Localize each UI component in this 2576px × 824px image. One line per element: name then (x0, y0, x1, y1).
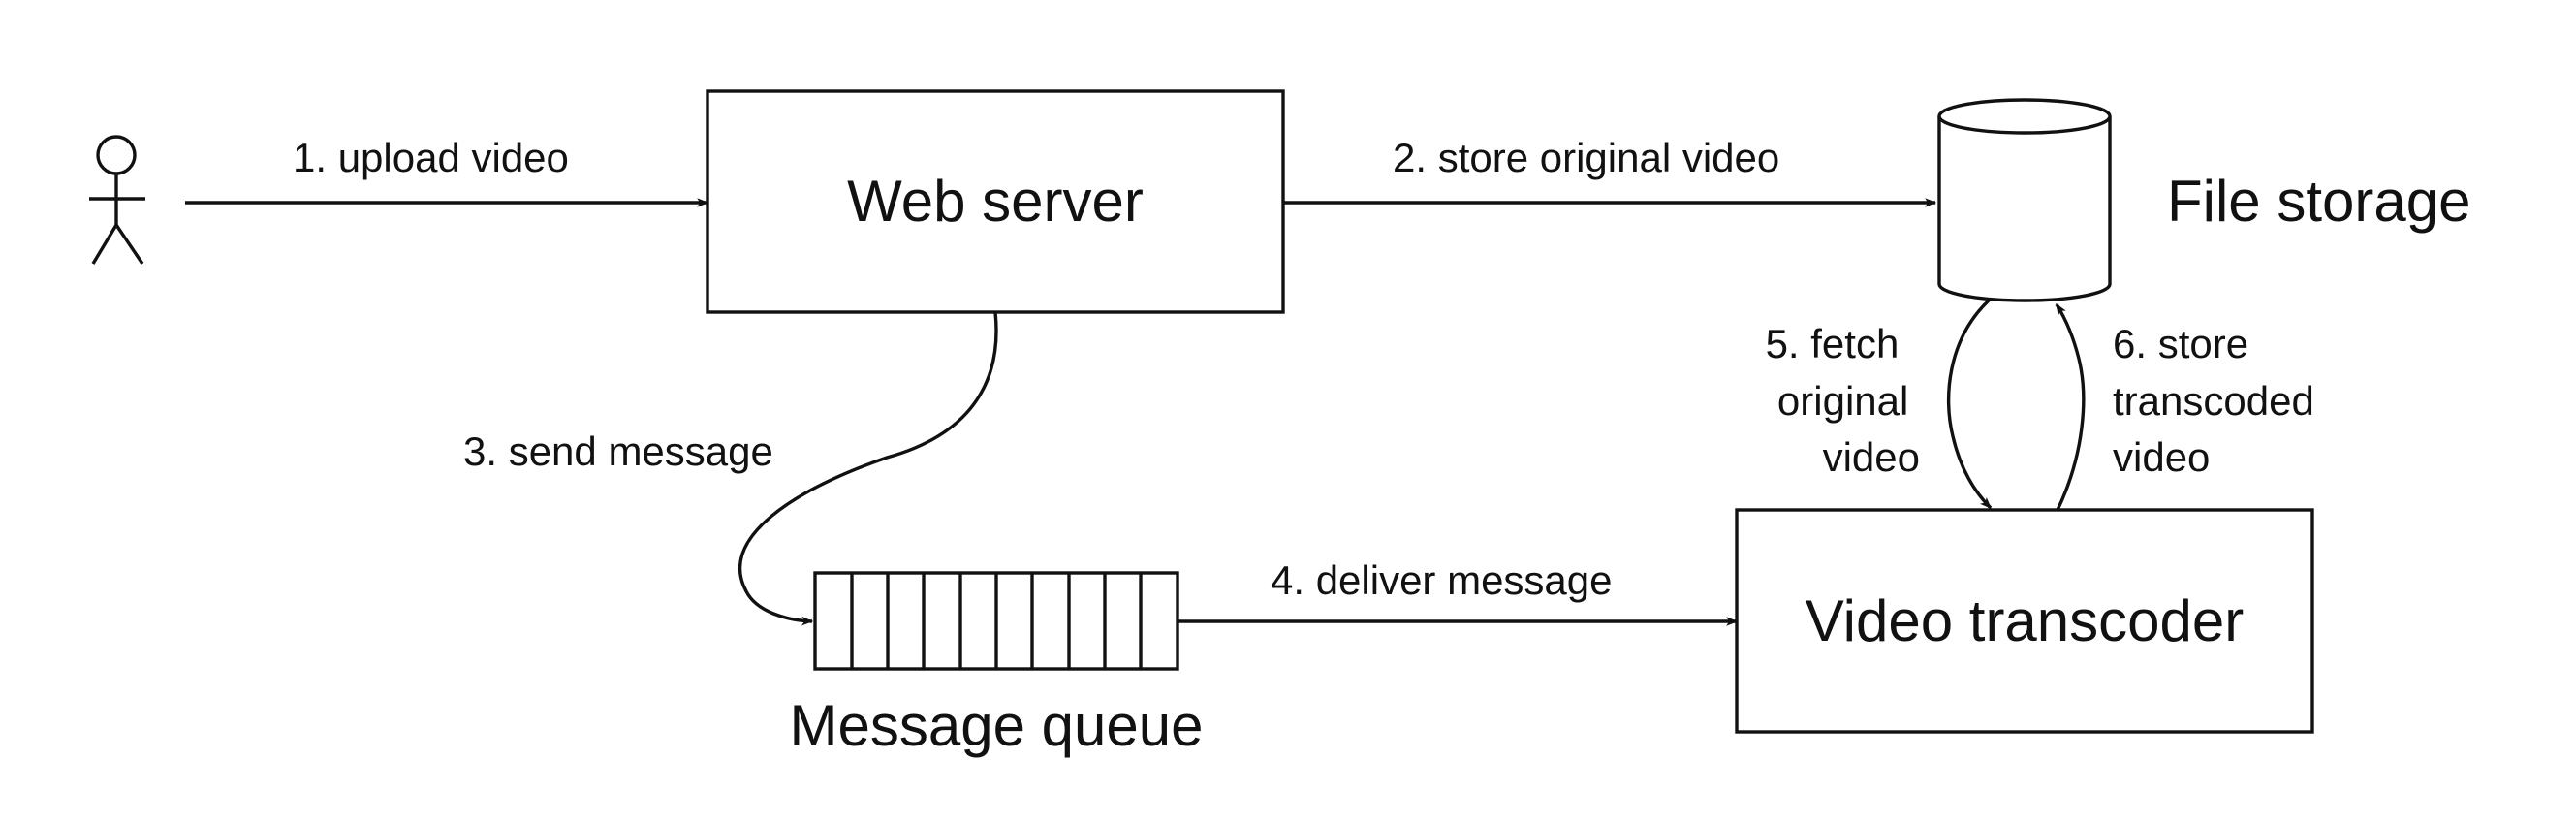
edge-store-transcoded-line-2: transcoded (2113, 378, 2314, 424)
edge-store-transcoded-line-3: video (2113, 434, 2210, 480)
message-queue-node: Message queue (790, 571, 1204, 758)
edge-store-original-label: 2. store original video (1393, 135, 1779, 180)
edge-fetch-line-3: video (1823, 434, 1920, 480)
user-icon (89, 135, 145, 265)
edge-upload-video: 1. upload video (185, 135, 709, 207)
edge-fetch-line-2: original (1777, 378, 1908, 424)
web-server-label: Web server (847, 169, 1144, 234)
web-server-node: Web server (706, 89, 1285, 314)
edge-fetch-label: 5. fetch original video (1766, 321, 1920, 480)
edge-upload-label: 1. upload video (293, 135, 569, 180)
file-storage-node: File storage (1937, 98, 2470, 302)
edge-store-transcoded-line-1: 6. store (2113, 321, 2248, 366)
message-queue-label: Message queue (790, 693, 1204, 758)
edge-send-message: 3. send message (463, 311, 998, 626)
cylinder-icon (1937, 98, 2112, 302)
file-storage-label: File storage (2167, 169, 2470, 234)
video-transcoder-node: Video transcoder (1735, 508, 2314, 734)
video-transcoder-label: Video transcoder (1806, 588, 2245, 653)
edge-fetch-line-1: 5. fetch (1766, 321, 1900, 366)
queue-slots-icon (813, 571, 1179, 671)
edge-store-transcoded: 6. store transcoded video (2055, 302, 2325, 511)
edge-fetch-original: 5. fetch original video (1766, 299, 1993, 510)
edge-deliver-message-label: 4. deliver message (1271, 557, 1613, 603)
edge-store-transcoded-label: 6. store transcoded video (2113, 321, 2325, 480)
edge-send-message-label: 3. send message (463, 428, 773, 474)
edge-deliver-message: 4. deliver message (1178, 557, 1739, 626)
edge-store-original: 2. store original video (1283, 135, 1937, 207)
